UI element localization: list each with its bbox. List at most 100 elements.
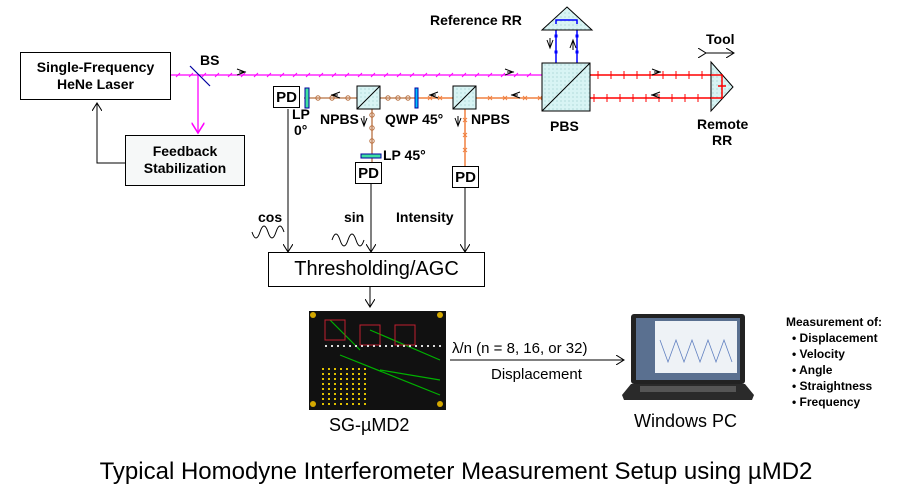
pcb-board-image	[309, 311, 446, 410]
beam-tick	[435, 72, 441, 78]
beam-tick	[370, 72, 376, 78]
pcb-hole	[346, 373, 348, 375]
thresholding-agc-box: Thresholding/AGC	[268, 252, 485, 287]
pc-label: Windows PC	[634, 411, 738, 431]
pd-intensity: PD	[452, 166, 479, 188]
pcb-pin	[433, 345, 435, 347]
pcb-hole	[322, 378, 324, 380]
beam-tick	[526, 72, 532, 78]
beam-mark	[345, 95, 351, 101]
beam-direction-arrows	[236, 38, 662, 128]
sin-label: sin	[344, 209, 365, 225]
beam-tick	[318, 72, 324, 78]
pcb-hole	[364, 383, 366, 385]
beam-mark	[329, 95, 335, 101]
pcb-hole	[322, 373, 324, 375]
beam-tick	[214, 72, 220, 78]
pcb-hole	[358, 388, 360, 390]
beam-tick	[513, 72, 519, 78]
pcb-hole	[352, 378, 354, 380]
pcb-pin	[373, 345, 375, 347]
pcb-hole	[340, 368, 342, 370]
pcb-pin	[427, 345, 429, 347]
measurement-item: Frequency	[792, 394, 882, 410]
pcb-hole	[328, 398, 330, 400]
beam-mark	[315, 95, 321, 101]
beam-mark	[385, 95, 391, 101]
beam-splitter	[189, 65, 211, 87]
bs-label: BS	[200, 52, 220, 68]
beam-mark	[437, 95, 443, 101]
pcb-chip	[359, 324, 381, 346]
pbs-cube	[541, 62, 591, 112]
pcb-hole	[352, 373, 354, 375]
cos-waveform-icon	[251, 225, 285, 239]
pcb-hole	[334, 398, 336, 400]
pcb-hole	[346, 393, 348, 395]
board-label: SG-µMD2	[329, 415, 410, 435]
pcb-chip	[324, 319, 346, 341]
beam-mark	[487, 95, 493, 101]
pcb-hole	[340, 378, 342, 380]
reference-rr-label: Reference RR	[430, 12, 522, 28]
beam-tick	[422, 72, 428, 78]
pcb-hole	[364, 373, 366, 375]
pcb-pin	[403, 345, 405, 347]
pcb-hole	[364, 368, 366, 370]
beam-tick	[461, 72, 467, 78]
pcb-hole	[346, 398, 348, 400]
pcb-hole	[358, 378, 360, 380]
npbs-right-cube	[452, 85, 477, 110]
intensity-label: Intensity	[396, 209, 454, 225]
pcb-pin	[367, 345, 369, 347]
pcb-hole	[322, 368, 324, 370]
npbs-left-cube	[356, 85, 381, 110]
pcb-pin	[343, 345, 345, 347]
tool-label: Tool	[706, 31, 735, 47]
pcb-hole	[340, 398, 342, 400]
pcb-hole	[328, 393, 330, 395]
pcb-pin	[325, 345, 327, 347]
pcb-hole	[364, 398, 366, 400]
pcb-hole	[328, 373, 330, 375]
quarter-wave-plate	[414, 87, 419, 109]
beam-mark	[502, 95, 508, 101]
pcb-hole	[352, 403, 354, 405]
pcb-hole	[334, 373, 336, 375]
pcb-hole	[334, 388, 336, 390]
pcb-hole	[358, 393, 360, 395]
pcb-pad	[437, 401, 443, 407]
pcb-hole	[340, 393, 342, 395]
beam-mark	[522, 95, 528, 101]
measurement-item: Displacement	[792, 330, 882, 346]
beam-tick	[253, 72, 259, 78]
pcb-hole	[364, 403, 366, 405]
pcb-hole	[322, 388, 324, 390]
pcb-hole	[364, 388, 366, 390]
pcb-hole	[340, 373, 342, 375]
measurement-title: Measurement of:	[786, 315, 883, 329]
beam-tick	[396, 72, 402, 78]
pcb-hole	[340, 383, 342, 385]
polarizer-0deg	[304, 87, 310, 109]
pcb-trace	[379, 369, 441, 381]
pcb-hole	[334, 368, 336, 370]
pcb-pin	[409, 345, 411, 347]
pcb-hole	[352, 398, 354, 400]
pcb-hole	[328, 388, 330, 390]
beam-tick	[201, 72, 207, 78]
return-beam	[413, 95, 556, 168]
beam-dot	[575, 34, 579, 38]
beam-mark	[537, 95, 543, 101]
polarizer-45deg	[360, 153, 382, 159]
beam-dot	[554, 34, 558, 38]
laptop-image	[622, 314, 754, 400]
pcb-hole	[322, 383, 324, 385]
pcb-hole	[328, 403, 330, 405]
link-bottom-label: Displacement	[491, 366, 582, 383]
measurement-item: Straightness	[792, 378, 882, 394]
pcb-pin	[391, 345, 393, 347]
pcb-hole	[322, 398, 324, 400]
beam-mark	[369, 138, 375, 144]
